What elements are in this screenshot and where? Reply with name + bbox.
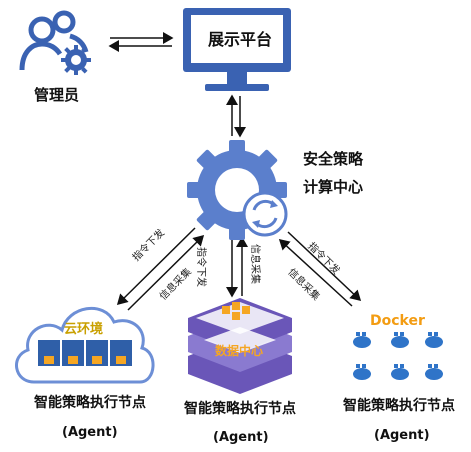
display-platform-label: 展示平台 [208, 30, 273, 49]
arrow-left-to-center [127, 234, 205, 311]
node-subtitle-docker: (Agent) [374, 428, 430, 443]
arrow-center-to-right [287, 231, 362, 302]
center-label-line2: 计算中心 [303, 178, 364, 196]
node-title-cloud: 智能策略执行节点 [34, 395, 146, 411]
arrow-center-to-left [116, 227, 196, 306]
node-subtitle-datacenter: (Agent) [213, 430, 269, 445]
arrow-right-to-center [278, 238, 353, 307]
node-badge-cloud: 云环境 [64, 322, 104, 337]
node-badge-docker: Docker [370, 313, 425, 329]
node-title-docker: 智能策略执行节点 [343, 398, 455, 414]
center-label-line1: 安全策略 [303, 150, 364, 168]
node-subtitle-cloud: (Agent) [62, 425, 118, 440]
node-badge-datacenter: 数据中心 [215, 344, 264, 358]
node-title-datacenter: 智能策略执行节点 [184, 401, 296, 417]
admin-label: 管理员 [34, 86, 80, 104]
